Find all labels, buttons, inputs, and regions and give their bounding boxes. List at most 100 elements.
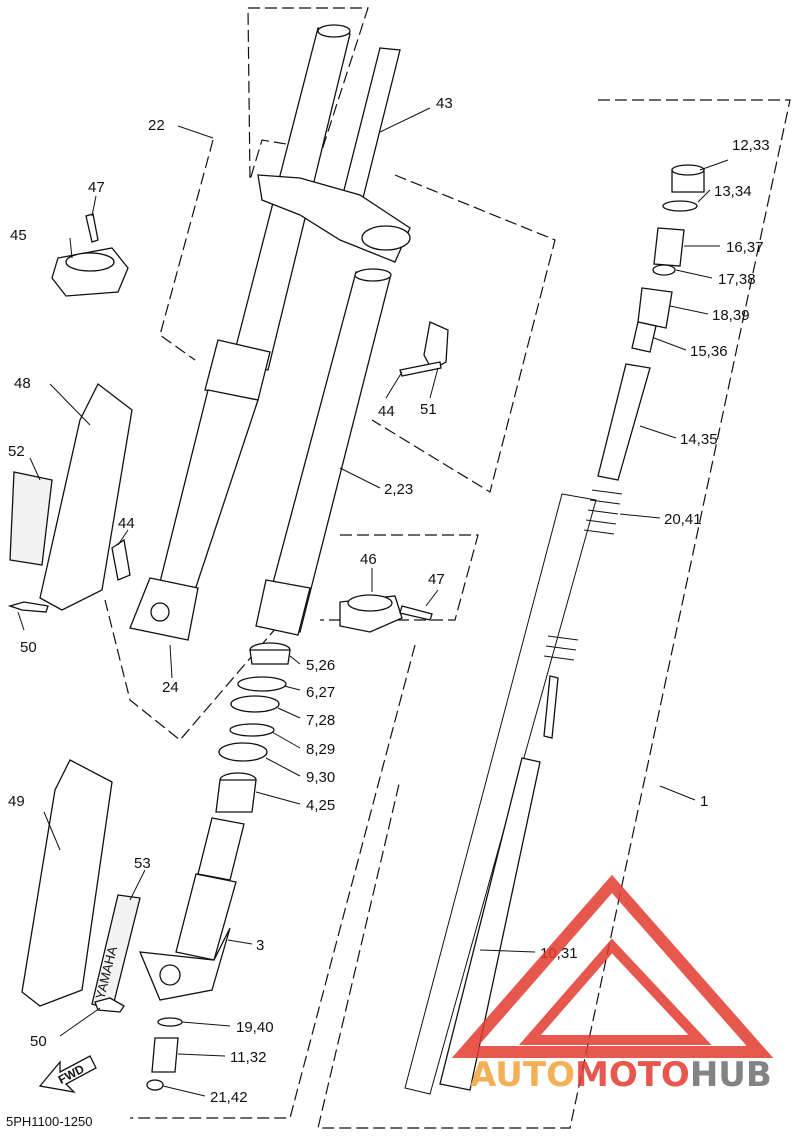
inner-tube-slider	[255, 579, 311, 636]
leader-18	[669, 305, 709, 315]
leader-4	[255, 791, 301, 805]
fork-guards: YAMAHA	[7, 383, 141, 1013]
cylinder-10	[439, 757, 541, 1091]
label-44-left: 44	[118, 515, 135, 532]
fork-guard-48	[39, 383, 133, 611]
label-51: 51	[420, 401, 437, 418]
hose-clamp-45-ring	[65, 252, 115, 272]
outline-inner-group	[317, 99, 791, 1129]
clamp-45	[51, 213, 129, 297]
label-1: 1	[700, 793, 708, 810]
leader-22	[177, 125, 214, 139]
watermark-text: AUTOMOTOHUB	[470, 1055, 772, 1095]
leader-1	[659, 785, 696, 801]
group-outlines	[104, 7, 791, 1129]
bolt-44	[399, 361, 442, 377]
leader-5	[289, 655, 301, 665]
leader-8	[271, 731, 301, 749]
fork-outer-tube	[159, 389, 259, 591]
steering-assembly	[257, 47, 411, 263]
part-labels: 22 43 47 45 48 52 44 50 24 44 51 2,23 46…	[6, 95, 770, 1129]
bolt-44-left	[111, 538, 131, 581]
leader-52	[29, 457, 41, 481]
label-52	[9, 471, 53, 566]
label-46: 46	[360, 551, 377, 568]
steering-stem	[339, 47, 401, 211]
watermark-logo: AUTOMOTOHUB	[451, 874, 774, 1095]
leader-lines	[17, 107, 729, 1097]
leader-6	[283, 685, 301, 691]
label-22: 22	[148, 117, 165, 134]
leader-47a	[91, 195, 97, 217]
leader-21	[162, 1085, 206, 1097]
fwd-arrow-shape	[38, 1055, 97, 1093]
leader-14	[639, 425, 677, 439]
spacer-18	[637, 287, 673, 329]
seal-stack	[215, 642, 291, 813]
washer-6	[237, 676, 287, 692]
lower-outer-tube	[138, 817, 245, 1091]
leader-44-left	[117, 529, 129, 546]
spring-seat-14	[597, 363, 651, 481]
outline-lower-parts	[130, 644, 416, 1119]
leader-49	[43, 811, 61, 851]
label-14-35: 14,35	[680, 431, 718, 448]
label-50-upper: 50	[20, 639, 37, 656]
clamp-46	[339, 594, 433, 633]
label-9-30: 9,30	[306, 769, 335, 786]
fork-guard-49	[21, 759, 113, 1007]
bolt-47-top	[85, 213, 99, 243]
label-18-39: 18,39	[712, 307, 750, 324]
leader-12	[699, 159, 729, 171]
washer-19	[157, 1017, 183, 1027]
watermark-inner-triangle-icon	[519, 938, 712, 1045]
label-47b: 47	[428, 571, 445, 588]
label-49: 49	[8, 793, 25, 810]
lower-axle-hole	[159, 964, 181, 986]
dust-seal-4	[215, 779, 257, 813]
outline-lower-left	[104, 599, 301, 741]
label-24: 24	[162, 679, 179, 696]
hose-clamp-46-ring	[347, 594, 393, 612]
leader-13	[697, 189, 711, 203]
leader-44	[385, 371, 403, 399]
label-11-32: 11,32	[230, 1049, 266, 1066]
bolt-50-lower	[94, 997, 125, 1013]
label-48: 48	[14, 375, 31, 392]
inner-tube-top	[354, 268, 392, 282]
label-52: 52	[8, 443, 25, 460]
leader-2-23	[339, 467, 381, 489]
damper-rod	[404, 493, 597, 1095]
bushing-7	[230, 695, 280, 713]
inner-fork-tube	[261, 271, 391, 633]
threaded-rod	[543, 675, 559, 739]
label-50-lower: 50	[30, 1033, 47, 1050]
spring-20	[583, 489, 623, 535]
hose-bracket	[399, 321, 449, 377]
diagram-code: 5PH1100-1250	[6, 1114, 93, 1129]
label-21-42: 21,42	[210, 1089, 248, 1106]
leader-20	[619, 513, 661, 519]
label-5-26: 5,26	[306, 657, 335, 674]
o-ring-13	[662, 200, 698, 212]
lower-tube	[175, 873, 237, 961]
label-8-29: 8,29	[306, 741, 335, 758]
label-15-36: 15,36	[690, 343, 728, 360]
label-16-37: 16,37	[726, 239, 764, 256]
label-6-27: 6,27	[306, 684, 335, 701]
leader-45	[69, 237, 73, 259]
clamp-bore	[361, 225, 411, 251]
label-13-34: 13,34	[714, 183, 752, 200]
rebound-spring	[543, 635, 579, 661]
fwd-arrow-icon: FWD	[38, 1055, 97, 1093]
label-47a: 47	[88, 179, 105, 196]
label-2-23: 2,23	[384, 481, 413, 498]
leader-15	[653, 337, 687, 351]
label-45: 45	[10, 227, 27, 244]
leader-17	[675, 269, 713, 279]
label-12-33: 12,33	[732, 137, 770, 154]
bushing-5-body	[249, 649, 291, 665]
leader-19	[181, 1021, 231, 1027]
leader-3	[227, 939, 253, 945]
